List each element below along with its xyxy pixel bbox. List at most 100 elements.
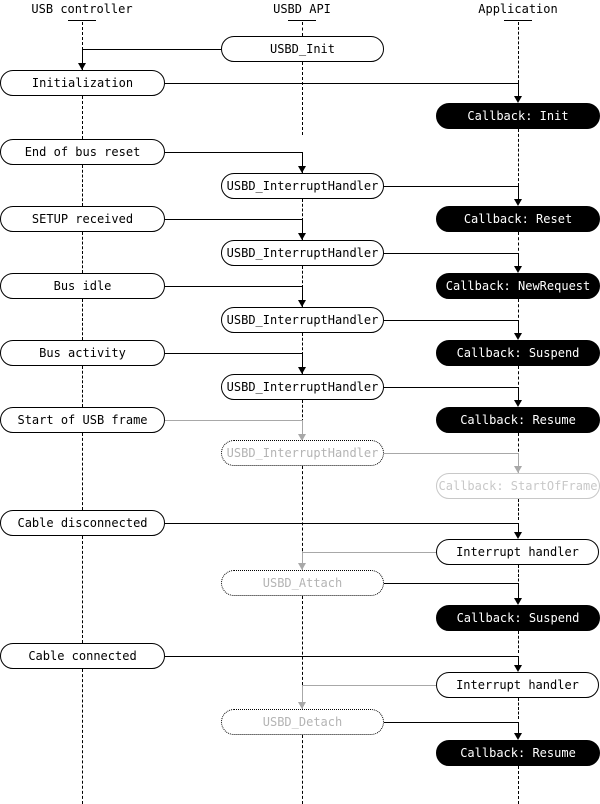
lifeline-application <box>518 631 519 653</box>
flow-arrowhead <box>298 233 306 240</box>
flow-connector-ghost <box>302 685 303 702</box>
lifeline-usbd-api <box>302 22 303 36</box>
flow-connector <box>165 286 302 287</box>
node-cable-disconnected[interactable]: Cable disconnected <box>0 510 165 536</box>
node-callback-resume-1[interactable]: Callback: Resume <box>436 407 600 433</box>
lifeline-usb-controller <box>82 669 83 804</box>
node-end-of-bus-reset[interactable]: End of bus reset <box>0 139 165 165</box>
node-usbd-interrupthandler-ghost[interactable]: USBD_InterruptHandler <box>221 440 384 466</box>
node-callback-init[interactable]: Callback: Init <box>436 103 600 129</box>
flow-connector-ghost <box>302 420 303 434</box>
node-usbd-init[interactable]: USBD_Init <box>221 36 384 62</box>
lifeline-application <box>518 499 519 520</box>
lifeline-usb-controller <box>82 433 83 510</box>
node-callback-startofframe-ghost[interactable]: Callback: StartOfFrame <box>436 473 600 499</box>
column-header-label: USB controller <box>31 2 133 16</box>
column-header-label: Application <box>478 2 558 16</box>
node-cable-connected[interactable]: Cable connected <box>0 643 165 669</box>
lifeline-usbd-api <box>302 466 303 551</box>
flow-connector <box>384 722 518 723</box>
lifeline-usbd-api <box>302 596 303 690</box>
flow-connector <box>165 83 518 84</box>
lifeline-usb-controller <box>82 165 83 206</box>
node-usbd-interrupthandler-2[interactable]: USBD_InterruptHandler <box>221 240 384 266</box>
node-bus-idle[interactable]: Bus idle <box>0 273 165 299</box>
flow-arrowhead-ghost <box>514 466 522 473</box>
node-interrupt-handler-2[interactable]: Interrupt handler <box>436 672 599 698</box>
flow-arrowhead <box>514 96 522 103</box>
flow-connector <box>302 286 303 300</box>
lifeline-usb-controller <box>82 536 83 643</box>
lifeline-application <box>518 22 519 83</box>
flow-arrowhead <box>78 63 86 70</box>
node-callback-resume-2[interactable]: Callback: Resume <box>436 740 600 766</box>
lifeline-application <box>518 698 519 719</box>
lifeline-application <box>518 366 519 390</box>
node-bus-activity[interactable]: Bus activity <box>0 340 165 366</box>
lifeline-application <box>518 766 519 804</box>
flow-connector <box>518 656 519 665</box>
flow-connector-ghost <box>165 420 302 421</box>
flow-arrowhead <box>298 367 306 374</box>
flow-connector <box>384 320 518 321</box>
node-start-of-usb-frame[interactable]: Start of USB frame <box>0 407 165 433</box>
node-usbd-attach-ghost[interactable]: USBD_Attach <box>221 570 384 596</box>
node-usbd-interrupthandler-1[interactable]: USBD_InterruptHandler <box>221 173 384 199</box>
flow-arrowhead-ghost <box>298 563 306 570</box>
column-header-application: Application <box>458 2 578 16</box>
flow-connector <box>302 152 303 166</box>
flow-connector <box>518 387 519 400</box>
flow-connector <box>384 186 518 187</box>
node-usbd-detach-ghost[interactable]: USBD_Detach <box>221 709 384 735</box>
flow-arrowhead-ghost <box>298 434 306 441</box>
flow-connector <box>302 219 303 233</box>
flow-arrowhead <box>514 333 522 340</box>
flow-arrowhead <box>514 598 522 605</box>
flow-arrowhead <box>514 733 522 740</box>
flow-connector <box>518 83 519 96</box>
node-interrupt-handler-1[interactable]: Interrupt handler <box>436 539 599 565</box>
flow-connector-ghost <box>302 552 436 553</box>
lifeline-usb-controller <box>82 232 83 273</box>
node-setup-received[interactable]: SETUP received <box>0 206 165 232</box>
lifeline-usbd-api <box>302 199 303 221</box>
node-usbd-interrupthandler-4[interactable]: USBD_InterruptHandler <box>221 374 384 400</box>
node-callback-reset[interactable]: Callback: Reset <box>436 206 600 232</box>
flow-connector <box>384 253 518 254</box>
flow-arrowhead <box>514 532 522 539</box>
flow-connector <box>165 219 302 220</box>
lifeline-usbd-api <box>302 266 303 288</box>
flow-connector <box>165 353 302 354</box>
flow-arrowhead <box>514 665 522 672</box>
flow-connector <box>82 49 221 50</box>
flow-connector <box>518 523 519 532</box>
flow-connector <box>384 583 518 584</box>
column-tick-application <box>504 20 532 21</box>
lifeline-usbd-api <box>302 333 303 355</box>
flow-connector <box>518 186 519 199</box>
lifeline-application <box>518 565 519 586</box>
flow-connector <box>384 387 518 388</box>
lifeline-application <box>518 232 519 256</box>
flow-connector-ghost <box>302 685 436 686</box>
lifeline-usb-controller <box>82 96 83 139</box>
column-header-label: USBD API <box>273 2 331 16</box>
node-callback-newrequest[interactable]: Callback: NewRequest <box>436 273 600 299</box>
node-callback-suspend-1[interactable]: Callback: Suspend <box>436 340 600 366</box>
flow-connector <box>518 583 519 598</box>
column-header-usb-controller: USB controller <box>12 2 152 16</box>
node-callback-suspend-2[interactable]: Callback: Suspend <box>436 605 600 631</box>
lifeline-application <box>518 299 519 323</box>
flow-connector <box>518 722 519 733</box>
flow-arrowhead-ghost <box>298 702 306 709</box>
flow-connector-ghost <box>302 552 303 563</box>
lifeline-usbd-api <box>302 62 303 135</box>
node-initialization[interactable]: Initialization <box>0 70 165 96</box>
flow-connector <box>165 152 302 153</box>
flow-arrowhead <box>298 300 306 307</box>
lifeline-application <box>518 129 519 186</box>
lifeline-usb-controller <box>82 22 83 70</box>
lifeline-usb-controller <box>82 366 83 407</box>
node-usbd-interrupthandler-3[interactable]: USBD_InterruptHandler <box>221 307 384 333</box>
